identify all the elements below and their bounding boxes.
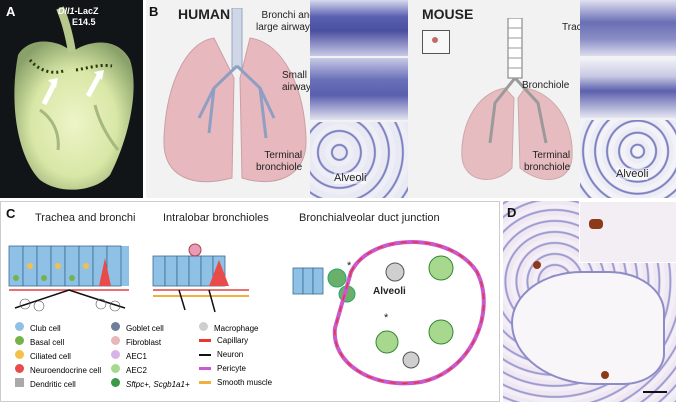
mouse-inset-dot [432,37,438,43]
gene-name: Dll1 [58,6,75,16]
mouse-bronchiole-label: Bronchiole [522,80,570,91]
airway-lumen [511,271,665,385]
positive-cell-1 [533,261,541,269]
legend-fibroblast: Fibroblast [111,336,190,350]
embryonic-lung-image [14,6,134,190]
legend: Club cell Basal cell Ciliated cell Neuro… [15,322,355,400]
panel-a-title: Dll1-LacZ [58,6,99,16]
mouse-lung-illustration [461,18,573,180]
legend-aec1: AEC1 [111,350,190,364]
inset-positive-cells [589,219,603,229]
legend-col-3: Macrophage Capillary Neuron Pericyte Smo… [199,322,272,392]
human-histology-alveoli [310,122,408,198]
human-histology-small-airway [310,58,408,120]
legend-smooth-muscle: Smooth muscle [199,378,272,392]
legend-capillary: Capillary [199,336,272,350]
bad-junction-drawing [292,240,486,386]
legend-aec2: AEC2 [111,364,190,378]
mouse-terminal-label: Terminal bronchiole [524,150,571,173]
mouse-histology-bronchiole [580,58,676,118]
positive-cell-2 [601,371,609,379]
legend-col-2: Goblet cell Fibroblast AEC1 AEC2 Sftpc+,… [111,322,190,392]
mouse-histology-trachea [580,0,676,56]
mouse-alveoli-label: Alveoli [616,168,649,180]
panel-b-label: B [149,4,159,19]
mouse-heading: MOUSE [422,6,474,22]
panel-a-label: A [6,4,16,19]
human-terminal-label: Terminal bronchiole [256,150,303,173]
section-bad-junction-title: Bronchialveolar duct junction [299,212,440,224]
legend-neuroendocrine: Neuroendocrine cell [15,364,101,378]
panel-d: D [503,201,676,402]
intralobar-epithelium-drawing [152,243,249,313]
human-bronchi-label: Bronchi and large airways [256,10,315,33]
panel-c-label: C [6,206,16,221]
legend-goblet: Goblet cell [111,322,190,336]
panel-a-stage: E14.5 [72,17,96,27]
mouse-histology-alveoli [580,120,676,198]
human-histology-bronchi [310,0,408,56]
legend-macrophage: Macrophage [199,322,272,336]
trachea-epithelium-drawing [8,245,129,312]
human-heading: HUMAN [178,6,231,22]
legend-sftpc-scgb: Sftpc+, Scgb1a1+ [111,378,190,392]
human-lung-illustration [163,8,307,183]
panel-b: B HUMAN Bronchi and large airways Small … [146,0,676,198]
section-trachea-title: Trachea and bronchi [35,212,136,224]
legend-neuron: Neuron [199,350,272,364]
legend-dendritic: Dendritic cell [15,378,101,392]
human-alveoli-label: Alveoli [334,172,367,184]
mouse-inset-box [422,30,450,54]
bad-asterisk-1: * [347,260,352,272]
legend-club: Club cell [15,322,101,336]
alveoli-label: Alveoli [373,286,406,297]
panel-d-label: D [507,205,517,220]
legend-pericyte: Pericyte [199,364,272,378]
section-intralobar-title: Intralobar bronchioles [163,212,269,224]
panel-c: C Trachea and bronchi Intralobar bronchi… [0,201,500,402]
legend-col-1: Club cell Basal cell Ciliated cell Neuro… [15,322,101,392]
gene-suffix: -LacZ [74,6,99,16]
human-small-airway-label: Small airway [282,70,311,93]
inset-box [579,201,676,263]
panel-a: A Dll1-LacZ E14.5 [0,0,143,198]
scale-bar [643,391,667,393]
legend-ciliated: Ciliated cell [15,350,101,364]
bad-asterisk-2: * [384,312,389,324]
legend-basal: Basal cell [15,336,101,350]
